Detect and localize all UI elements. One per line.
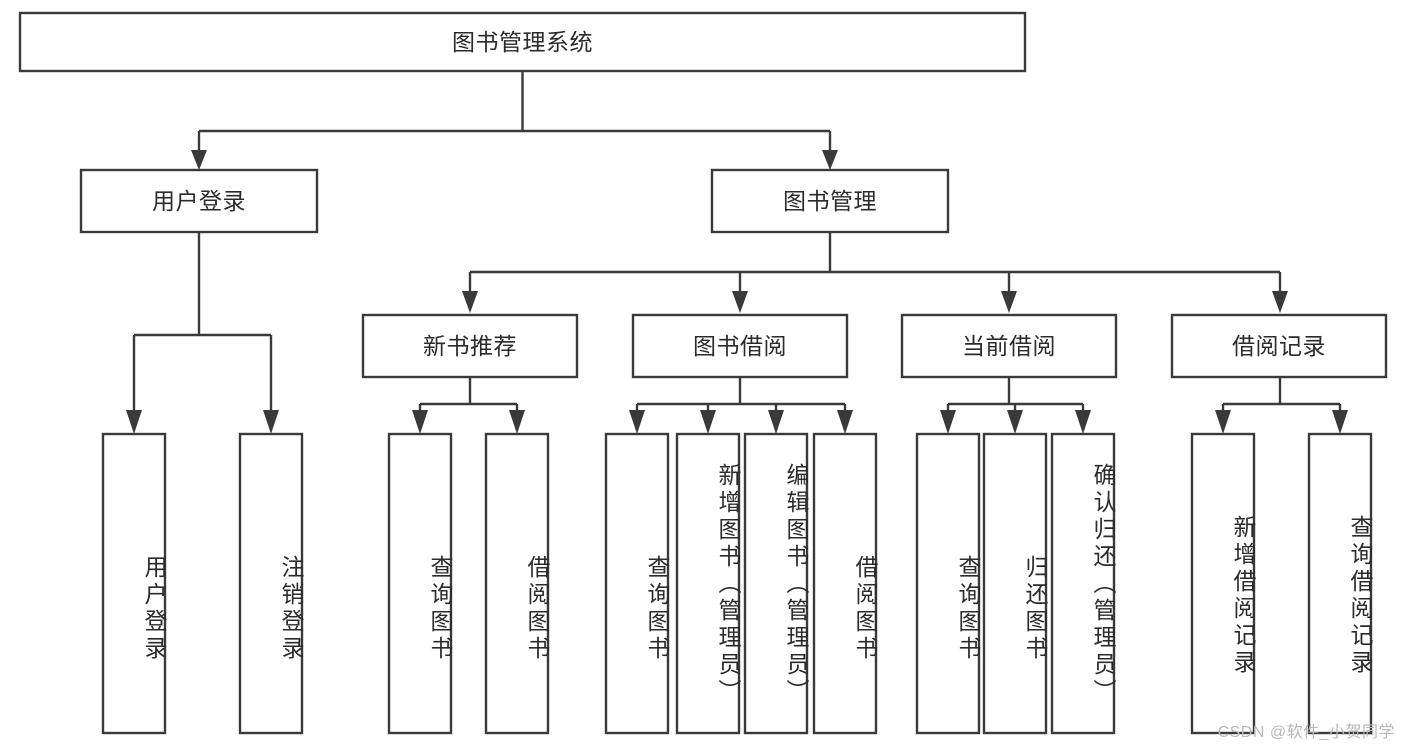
leaf-box[interactable] — [1307, 432, 1373, 735]
connector-group-current-borrow — [940, 377, 1091, 434]
node-book-manage[interactable] — [710, 168, 950, 234]
node-borrow-record[interactable] — [1170, 313, 1388, 379]
leaf-box[interactable] — [915, 432, 981, 735]
leaf-box[interactable] — [675, 432, 741, 735]
connector-group-user-login — [126, 232, 279, 434]
node-book-borrow[interactable] — [631, 313, 849, 379]
node-current-borrow[interactable] — [900, 313, 1118, 379]
watermark-text: CSDN @软件_小贺同学 — [1217, 724, 1395, 741]
leaf-box[interactable] — [1050, 432, 1116, 735]
node-new-book-recommend[interactable] — [361, 313, 579, 379]
leaf-box[interactable] — [604, 432, 670, 735]
leaf-box[interactable] — [982, 432, 1048, 735]
leaf-box[interactable] — [238, 432, 304, 735]
connector-group-book-borrow — [629, 377, 853, 434]
leaf-box[interactable] — [743, 432, 809, 735]
leaf-box[interactable] — [101, 432, 167, 735]
leaf-box[interactable] — [1190, 432, 1256, 735]
leaf-box[interactable] — [812, 432, 878, 735]
connector-group-borrow-record — [1215, 377, 1348, 434]
leaf-box[interactable] — [387, 432, 453, 735]
connector-group-new-book — [412, 377, 525, 434]
node-user-login[interactable] — [79, 168, 319, 234]
leaf-box[interactable] — [484, 432, 550, 735]
node-root[interactable] — [18, 11, 1027, 73]
connector-group-book-manage — [462, 232, 1288, 313]
connector-group-root — [191, 71, 838, 170]
